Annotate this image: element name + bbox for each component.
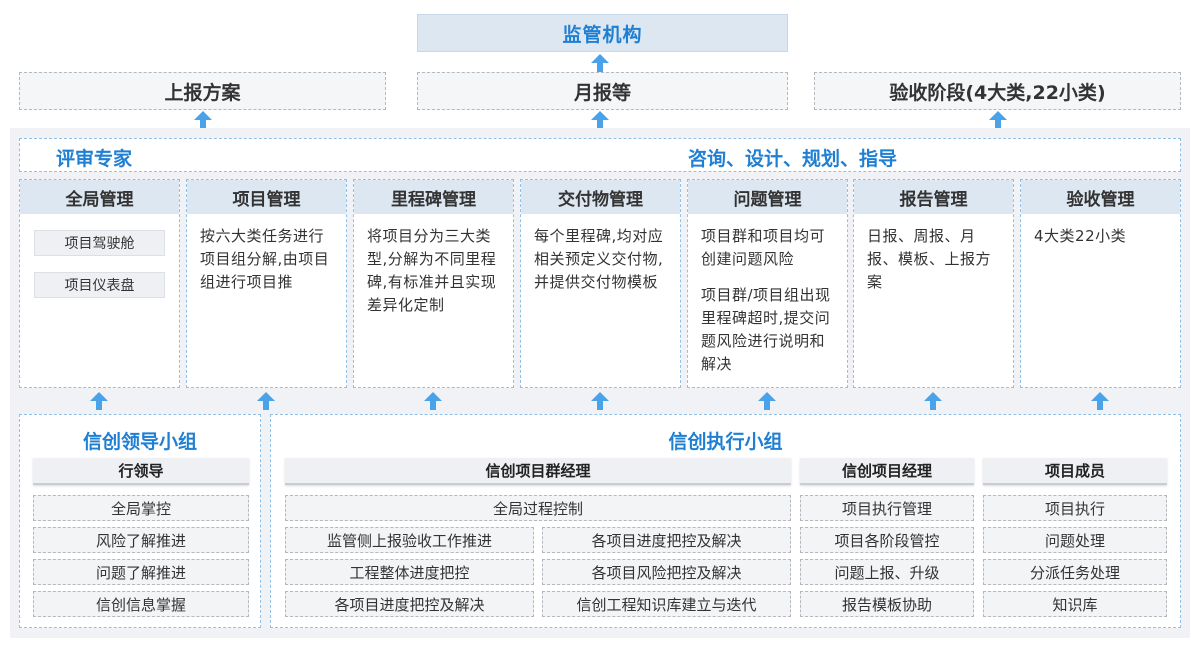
expert-bar: 评审专家 咨询、设计、规划、指导 xyxy=(19,138,1181,172)
group-manager-item: 工程整体进度把控 xyxy=(285,559,534,585)
column-title: 问题管理 xyxy=(688,180,847,214)
group-manager-head: 信创项目群经理 xyxy=(285,458,791,485)
project-manager-item: 项目执行管理 xyxy=(800,495,974,521)
project-manager-item: 问题上报、升级 xyxy=(800,559,974,585)
column-acceptance-mgmt: 验收管理 4大类22小类 xyxy=(1020,179,1181,388)
column-text: 4大类22小类 xyxy=(1034,227,1127,245)
members-item: 问题处理 xyxy=(983,527,1167,553)
arrow-up-icon xyxy=(989,111,1007,129)
column-title: 验收管理 xyxy=(1021,180,1180,214)
consulting-label: 咨询、设计、规划、指导 xyxy=(688,148,898,170)
column-milestone-mgmt: 里程碑管理 将项目分为三大类型,分解为不同里程碑,有标准并且实现差异化定制 xyxy=(353,179,514,388)
arrow-up-icon xyxy=(424,392,442,410)
project-manager-item: 项目各阶段管控 xyxy=(800,527,974,553)
leaders-item: 问题了解推进 xyxy=(33,559,249,585)
leaders-item: 风险了解推进 xyxy=(33,527,249,553)
project-manager-head: 信创项目经理 xyxy=(800,458,974,485)
column-text: 日报、周报、月报、模板、上报方案 xyxy=(867,227,992,291)
arrow-up-icon xyxy=(758,392,776,410)
column-title: 里程碑管理 xyxy=(354,180,513,214)
members-head: 项目成员 xyxy=(983,458,1167,485)
group-manager-item: 信创工程知识库建立与迭代 xyxy=(542,591,791,617)
column-title: 项目管理 xyxy=(187,180,346,214)
dashboard-pill: 项目仪表盘 xyxy=(34,272,165,298)
column-issue-mgmt: 问题管理 项目群和项目均可创建问题风险 项目群/项目组出现里程碑超时,提交问题风… xyxy=(687,179,848,388)
arrow-up-icon xyxy=(194,111,212,129)
members-item: 分派任务处理 xyxy=(983,559,1167,585)
column-title: 报告管理 xyxy=(854,180,1013,214)
expert-label: 评审专家 xyxy=(56,148,133,170)
group-manager-item: 各项目风险把控及解决 xyxy=(542,559,791,585)
column-text: 将项目分为三大类型,分解为不同里程碑,有标准并且实现差异化定制 xyxy=(367,227,497,314)
column-report-mgmt: 报告管理 日报、周报、月报、模板、上报方案 xyxy=(853,179,1014,388)
monthly-report-box: 月报等 xyxy=(417,72,788,110)
report-plan-box: 上报方案 xyxy=(19,72,386,110)
arrow-up-icon xyxy=(924,392,942,410)
group-manager-item: 各项目进度把控及解决 xyxy=(285,591,534,617)
project-manager-item: 报告模板协助 xyxy=(800,591,974,617)
arrow-up-icon xyxy=(1091,392,1109,410)
regulator-box: 监管机构 xyxy=(417,14,788,52)
column-text: 项目群/项目组出现里程碑超时,提交问题风险进行说明和解决 xyxy=(701,286,831,373)
column-deliverable-mgmt: 交付物管理 每个里程碑,均对应相关预定义交付物,并提供交付物模板 xyxy=(520,179,681,388)
members-item: 项目执行 xyxy=(983,495,1167,521)
arrow-up-icon xyxy=(591,54,609,72)
column-text: 每个里程碑,均对应相关预定义交付物,并提供交付物模板 xyxy=(534,227,664,291)
leaders-item: 全局掌控 xyxy=(33,495,249,521)
arrow-up-icon xyxy=(591,392,609,410)
execution-group: 信创执行小组 信创项目群经理 全局过程控制 监管侧上报验收工作推进 工程整体进度… xyxy=(270,414,1181,628)
execution-title: 信创执行小组 xyxy=(668,431,783,453)
acceptance-stage-box: 验收阶段(4大类,22小类) xyxy=(814,72,1181,110)
column-text: 按六大类任务进行项目组分解,由项目组进行项目推 xyxy=(200,227,330,291)
column-title: 交付物管理 xyxy=(521,180,680,214)
column-title: 全局管理 xyxy=(20,180,179,214)
arrow-up-icon xyxy=(257,392,275,410)
group-manager-item: 全局过程控制 xyxy=(285,495,791,521)
leaders-title: 信创领导小组 xyxy=(82,431,197,453)
group-manager-item: 监管侧上报验收工作推进 xyxy=(285,527,534,553)
group-manager-item: 各项目进度把控及解决 xyxy=(542,527,791,553)
members-item: 知识库 xyxy=(983,591,1167,617)
arrow-up-icon xyxy=(591,111,609,129)
leaders-item: 信创信息掌握 xyxy=(33,591,249,617)
column-project-mgmt: 项目管理 按六大类任务进行项目组分解,由项目组进行项目推 xyxy=(186,179,347,388)
column-global-mgmt: 全局管理 项目驾驶舱 项目仪表盘 xyxy=(19,179,180,388)
leaders-head: 行领导 xyxy=(33,458,249,485)
column-text: 项目群和项目均可创建问题风险 xyxy=(701,227,826,268)
cockpit-pill: 项目驾驶舱 xyxy=(34,230,165,256)
leaders-group: 信创领导小组 行领导 全局掌控 风险了解推进 问题了解推进 信创信息掌握 xyxy=(19,414,261,628)
arrow-up-icon xyxy=(90,392,108,410)
